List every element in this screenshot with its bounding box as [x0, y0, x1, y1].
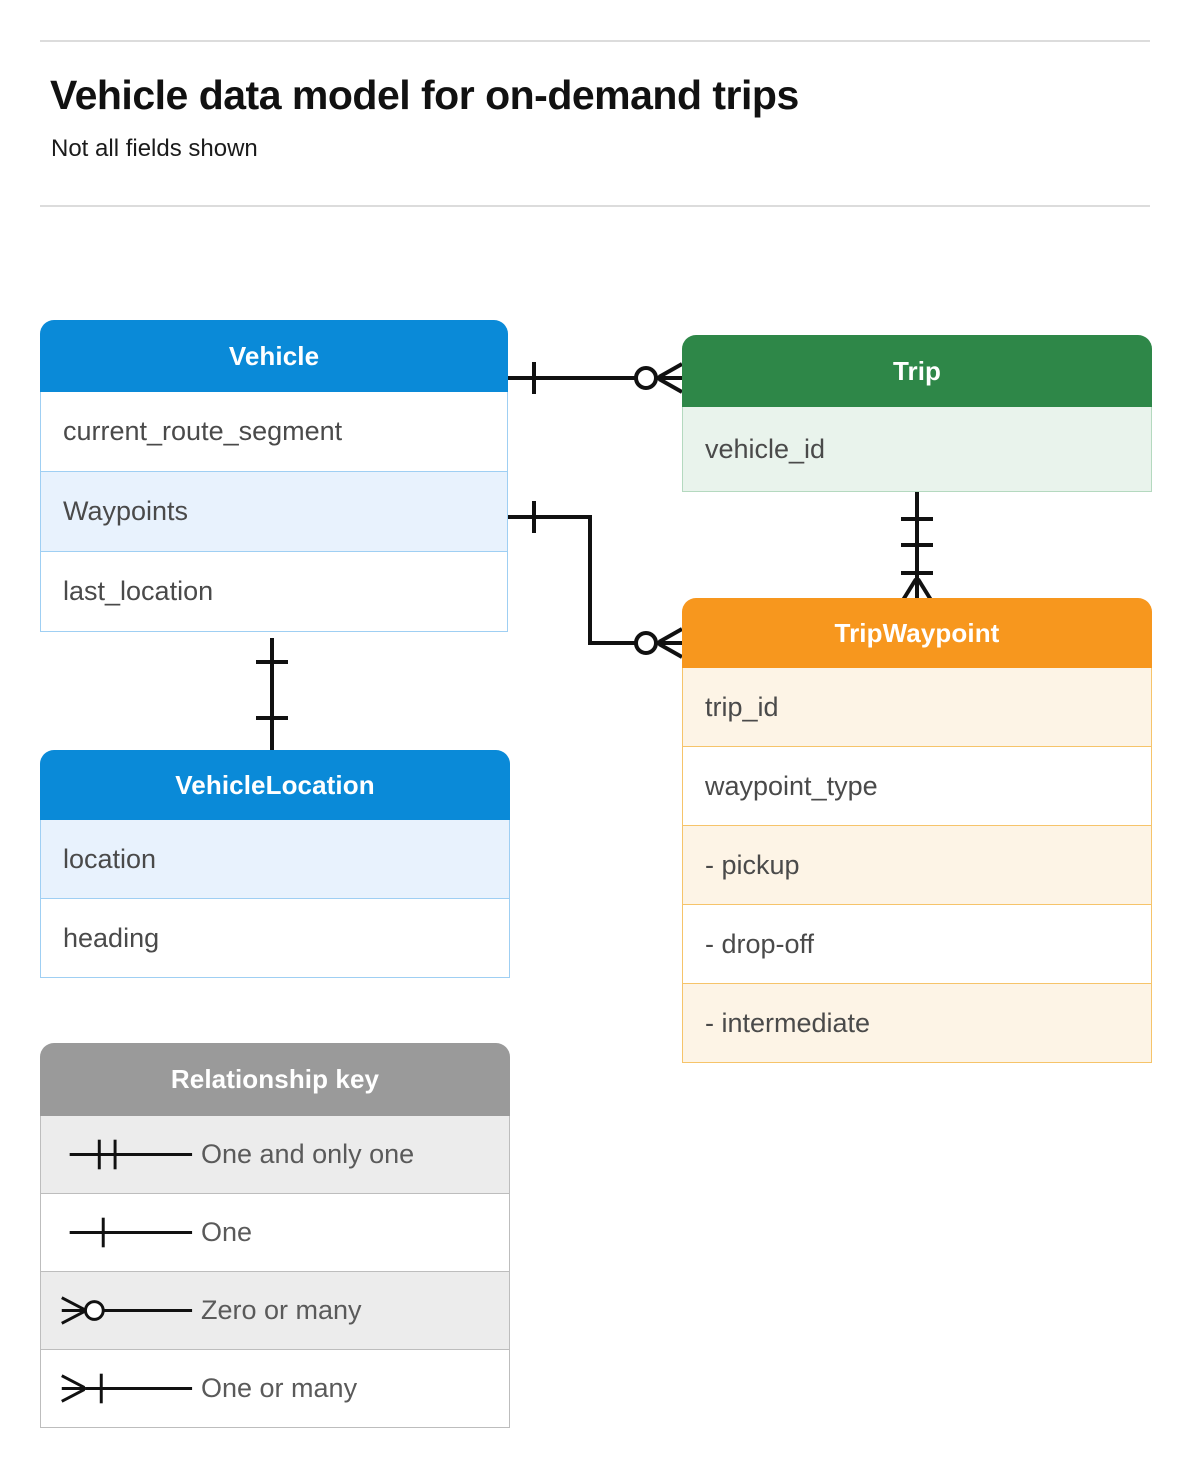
entity-vehiclelocation[interactable]: VehicleLocation location heading: [40, 750, 510, 978]
header-divider-top: [40, 40, 1150, 42]
legend-item-one-and-only-one: One and only one: [40, 1116, 510, 1194]
page-title: Vehicle data model for on-demand trips: [50, 72, 799, 118]
entity-tripwaypoint[interactable]: TripWaypoint trip_id waypoint_type - pic…: [682, 598, 1152, 1063]
legend-item-label: One or many: [201, 1373, 358, 1403]
legend-title: Relationship key: [40, 1043, 510, 1116]
one-or-many-icon: [61, 1373, 193, 1404]
field-waypoint-type-dropoff[interactable]: - drop-off: [682, 905, 1152, 984]
field-vehicle-id[interactable]: vehicle_id: [682, 407, 1152, 492]
wire-waypoints-tripwaypoint: [508, 515, 682, 645]
legend-item-one: One: [40, 1194, 510, 1272]
field-waypoints[interactable]: Waypoints: [40, 472, 508, 552]
legend-relationship-key: Relationship key One and only one One: [40, 1043, 510, 1428]
entity-vehicle-title: Vehicle: [40, 320, 508, 392]
legend-item-zero-or-many: Zero or many: [40, 1272, 510, 1350]
header-divider-bottom: [40, 205, 1150, 207]
one-and-only-one-icon: [69, 1139, 193, 1170]
entity-trip[interactable]: Trip vehicle_id: [682, 335, 1152, 492]
field-heading[interactable]: heading: [40, 899, 510, 978]
field-waypoint-type-intermediate[interactable]: - intermediate: [682, 984, 1152, 1063]
entity-tripwaypoint-title: TripWaypoint: [682, 598, 1152, 668]
page-subtitle: Not all fields shown: [51, 135, 258, 162]
field-last-location[interactable]: last_location: [40, 552, 508, 632]
field-trip-id[interactable]: trip_id: [682, 668, 1152, 747]
entity-trip-title: Trip: [682, 335, 1152, 407]
zero-or-many-icon: [61, 1296, 193, 1325]
field-current-route-segment[interactable]: current_route_segment: [40, 392, 508, 472]
legend-item-label: One and only one: [201, 1139, 415, 1169]
entity-vehiclelocation-title: VehicleLocation: [40, 750, 510, 820]
field-waypoint-type-pickup[interactable]: - pickup: [682, 826, 1152, 905]
field-location[interactable]: location: [40, 820, 510, 899]
legend-item-one-or-many: One or many: [40, 1350, 510, 1428]
one-icon: [69, 1217, 193, 1248]
legend-item-label: Zero or many: [201, 1295, 362, 1325]
legend-item-label: One: [201, 1217, 253, 1247]
entity-vehicle[interactable]: Vehicle current_route_segment Waypoints …: [40, 320, 508, 632]
field-waypoint-type[interactable]: waypoint_type: [682, 747, 1152, 826]
